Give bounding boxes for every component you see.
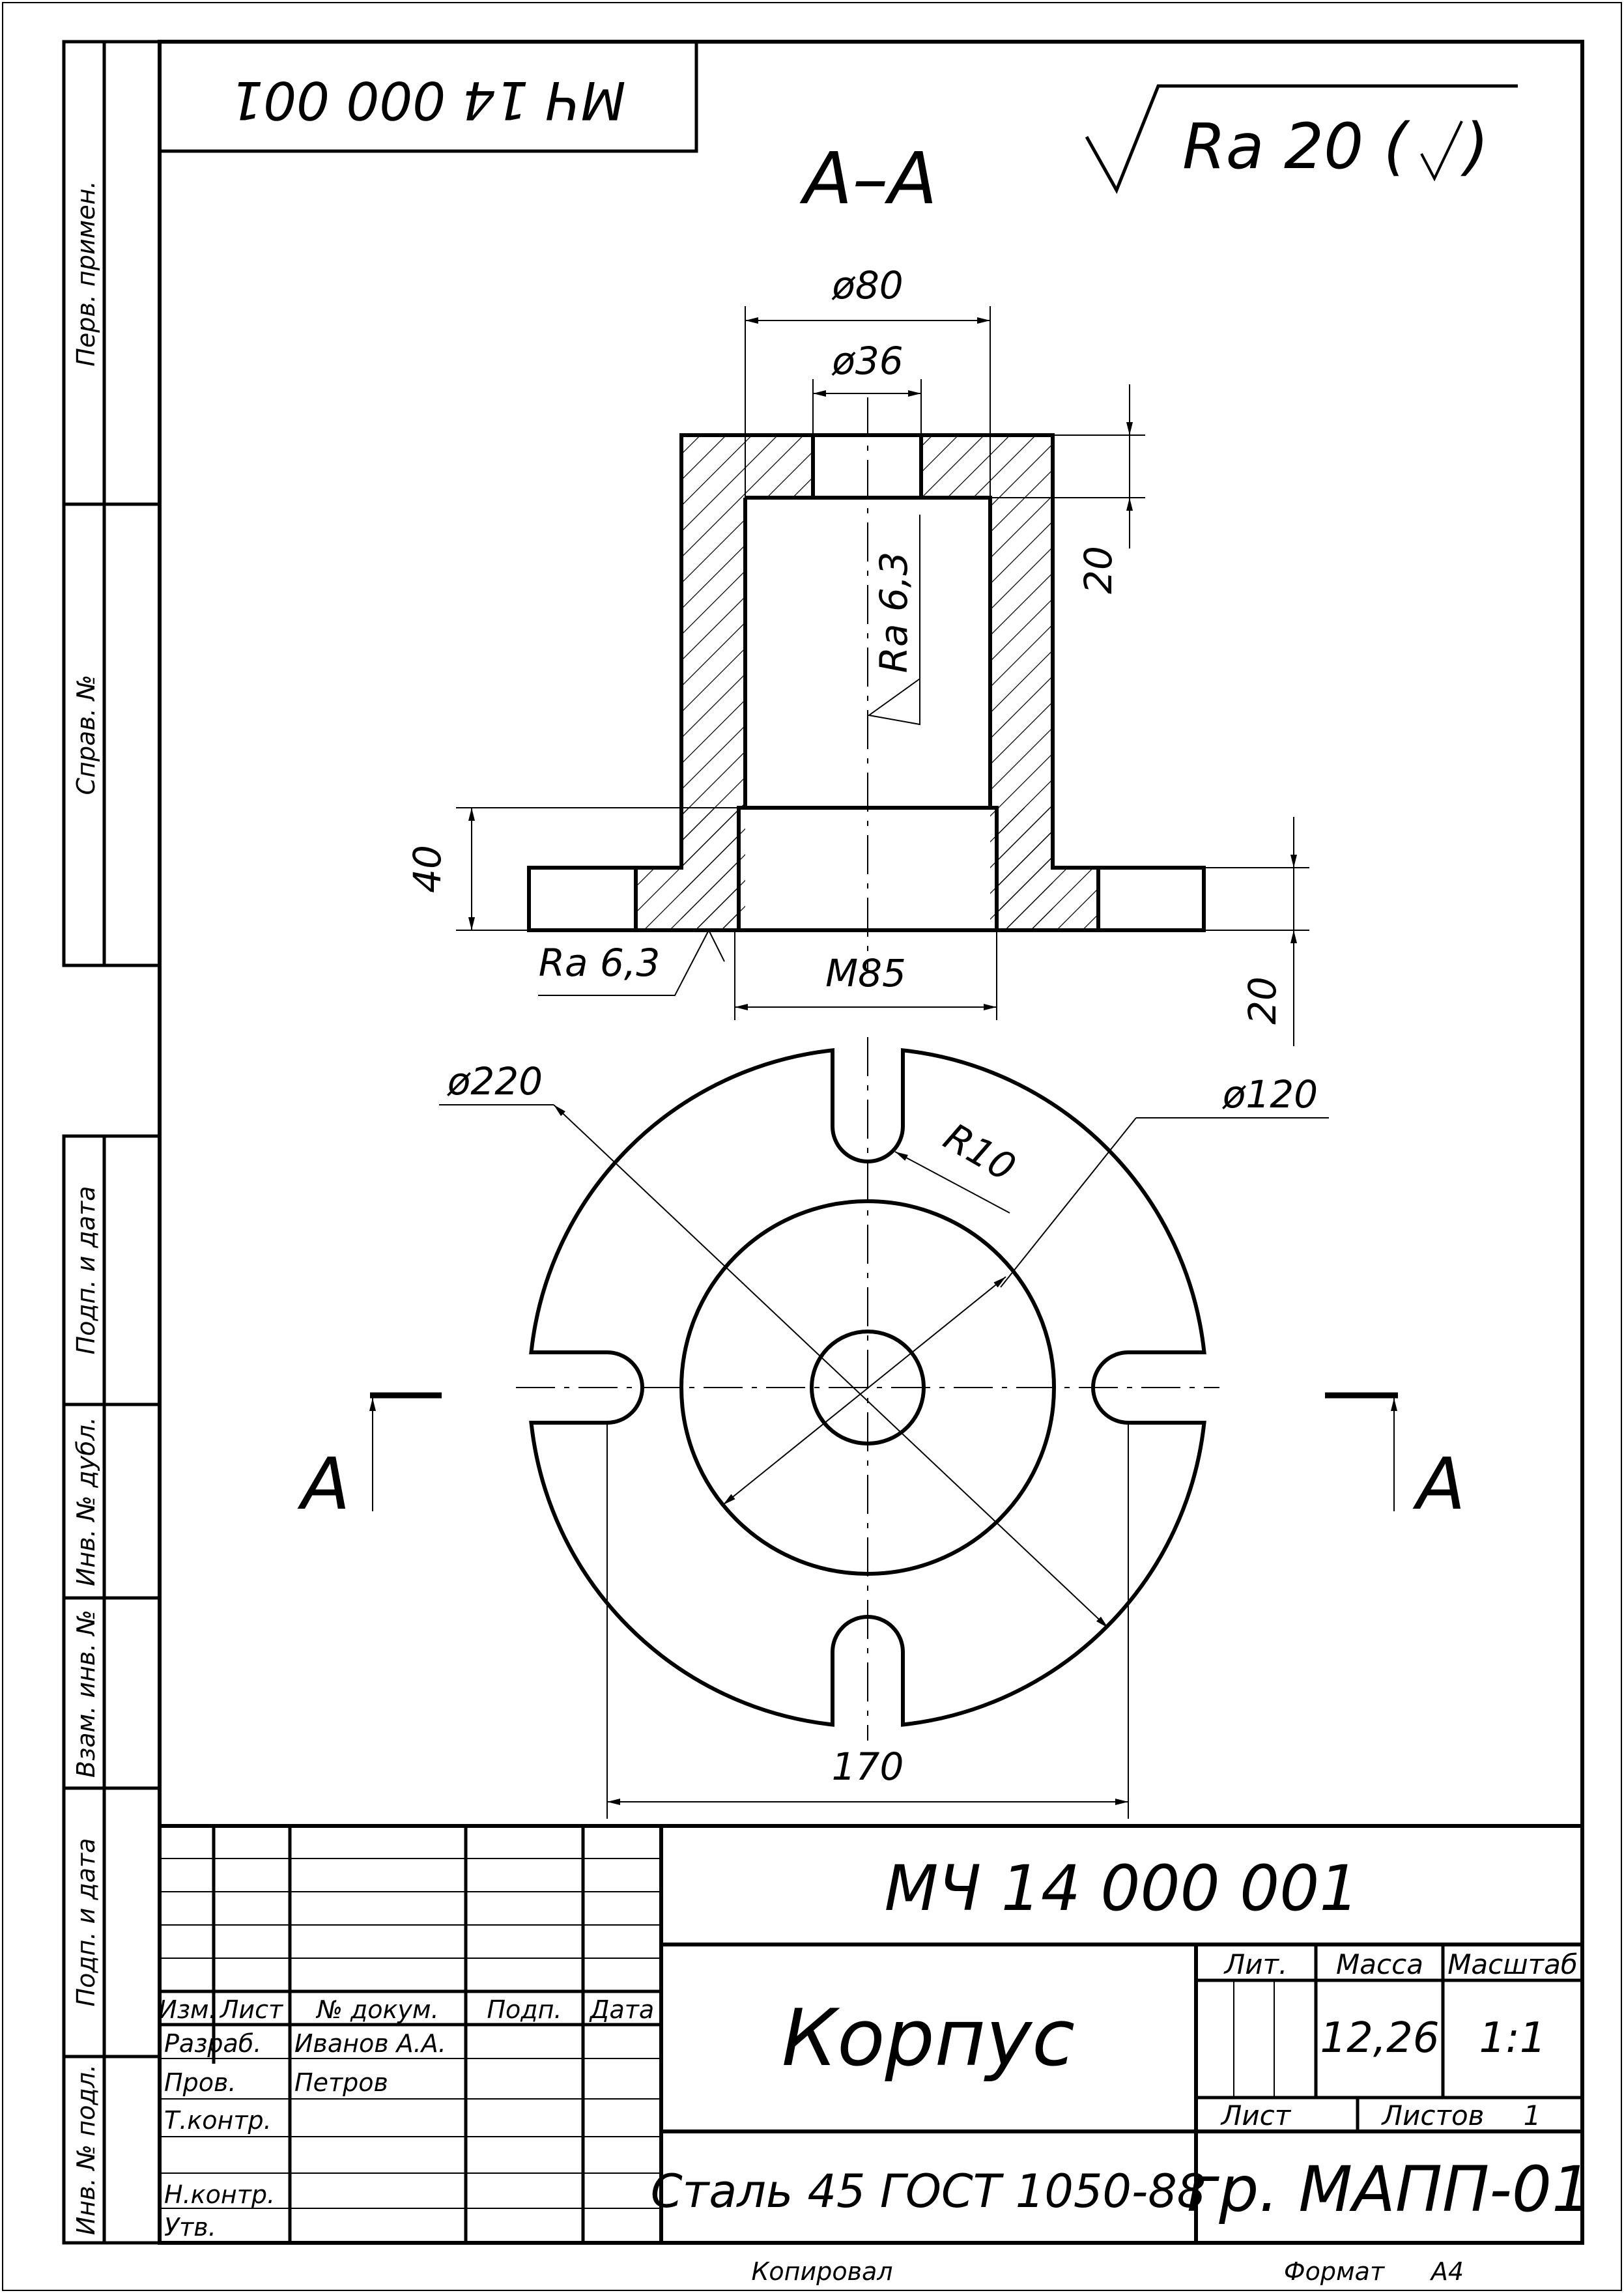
stamp-listov: Листов <box>1381 2100 1485 2131</box>
stamp-list2: Лист <box>1220 2100 1292 2131</box>
stamp-data: Дата <box>589 1995 654 2024</box>
stamp-razrab-name: Иванов А.А. <box>294 2029 446 2058</box>
hatch-top-left <box>681 435 813 498</box>
stamp-izm: Изм. <box>158 1995 216 2024</box>
dim-diameter-120: ø120 <box>1222 1072 1318 1117</box>
side-label-vzam-inv: Взам. инв. № <box>72 1610 100 1778</box>
title-block: Изм. Лист № докум. Подп. Дата Разраб. Ив… <box>158 1824 1591 2245</box>
section-marker-left: А <box>297 1442 350 1526</box>
code-box-rotated: МЧ 14 000 001 <box>158 40 698 153</box>
stamp-tkontr: Т.контр. <box>164 2106 272 2135</box>
roughness-flange: Ra 6,3 <box>539 941 661 985</box>
material: Сталь 45 ГОСТ 1050-88 <box>651 2165 1206 2218</box>
sheet-count: 1 <box>1524 2100 1541 2131</box>
general-roughness-mark: Ra 20 ( ) <box>1085 84 1518 194</box>
side-stamp: Перв. примен. Справ. № Подп. и дата Инв.… <box>62 40 162 2245</box>
side-label-podp-data-2: Подп. и дата <box>72 1838 100 2007</box>
stamp-prov-name: Петров <box>294 2068 388 2097</box>
svg-text:Ra 20 (: Ra 20 ( <box>1182 110 1410 183</box>
stamp-masshtab: Масштаб <box>1447 1948 1578 1980</box>
format-label: Формат <box>1284 2257 1386 2286</box>
dim-diameter-220: ø220 <box>447 1059 543 1104</box>
dim-height-40: 40 <box>405 845 449 893</box>
section-outline <box>527 433 1206 932</box>
rotated-drawing-code: МЧ 14 000 001 <box>230 70 625 130</box>
plan-view: ø220 ø120 R10 170 А А <box>297 1037 1466 1819</box>
stamp-ndoc: № докум. <box>315 1995 438 2024</box>
section-title: А–А <box>799 137 937 220</box>
group: гр. МАПП-01 <box>1186 2153 1591 2226</box>
stamp-podp: Подп. <box>487 1995 562 2024</box>
stamp-nkontr: Н.контр. <box>164 2180 275 2209</box>
side-label-podp-data-1: Подп. и дата <box>72 1186 100 1355</box>
section-view: ø80 ø36 20 40 20 М85 Ra 6,3 <box>405 263 1309 1046</box>
side-label-sprav-no: Справ. № <box>72 675 100 795</box>
side-label-inv-podl: Инв. № подл. <box>72 2064 100 2235</box>
format-value: А4 <box>1429 2257 1464 2286</box>
hatch-lower-right <box>997 808 1098 930</box>
dim-height-20-top: 20 <box>1076 546 1120 594</box>
stamp-utv: Утв. <box>164 2213 216 2242</box>
side-label-perv-primen: Перв. примен. <box>72 180 100 366</box>
side-label-inv-dubl: Инв. № дубл. <box>72 1417 100 1586</box>
roughness-inner-bore: Ra 6,3 <box>872 552 916 674</box>
dim-diameter-80: ø80 <box>831 263 903 307</box>
dim-width-170: 170 <box>832 1745 904 1789</box>
copied-label: Копировал <box>751 2257 892 2286</box>
dim-radius-10: R10 <box>937 1115 1023 1190</box>
roughness-close-paren: ) <box>1460 110 1489 183</box>
title-block-code: МЧ 14 000 001 <box>885 1852 1360 1925</box>
stamp-list: Лист <box>219 1995 284 2024</box>
scale-value: 1:1 <box>1479 2014 1546 2062</box>
hatch-top-right <box>921 435 1053 498</box>
dim-thread-m85: М85 <box>825 951 906 995</box>
stamp-razrab: Разраб. <box>164 2029 261 2058</box>
dim-height-20-bottom: 20 <box>1240 976 1285 1025</box>
stamp-lit: Лит. <box>1223 1948 1288 1980</box>
hatch-lower-left <box>636 808 739 930</box>
stamp-prov: Пров. <box>164 2068 236 2097</box>
dim-diameter-36: ø36 <box>831 339 903 383</box>
section-marker-right: А <box>1412 1442 1465 1526</box>
mass-value: 12,26 <box>1320 2014 1439 2062</box>
stamp-massa: Масса <box>1336 1948 1423 1980</box>
part-title: Корпус <box>782 1993 1075 2084</box>
